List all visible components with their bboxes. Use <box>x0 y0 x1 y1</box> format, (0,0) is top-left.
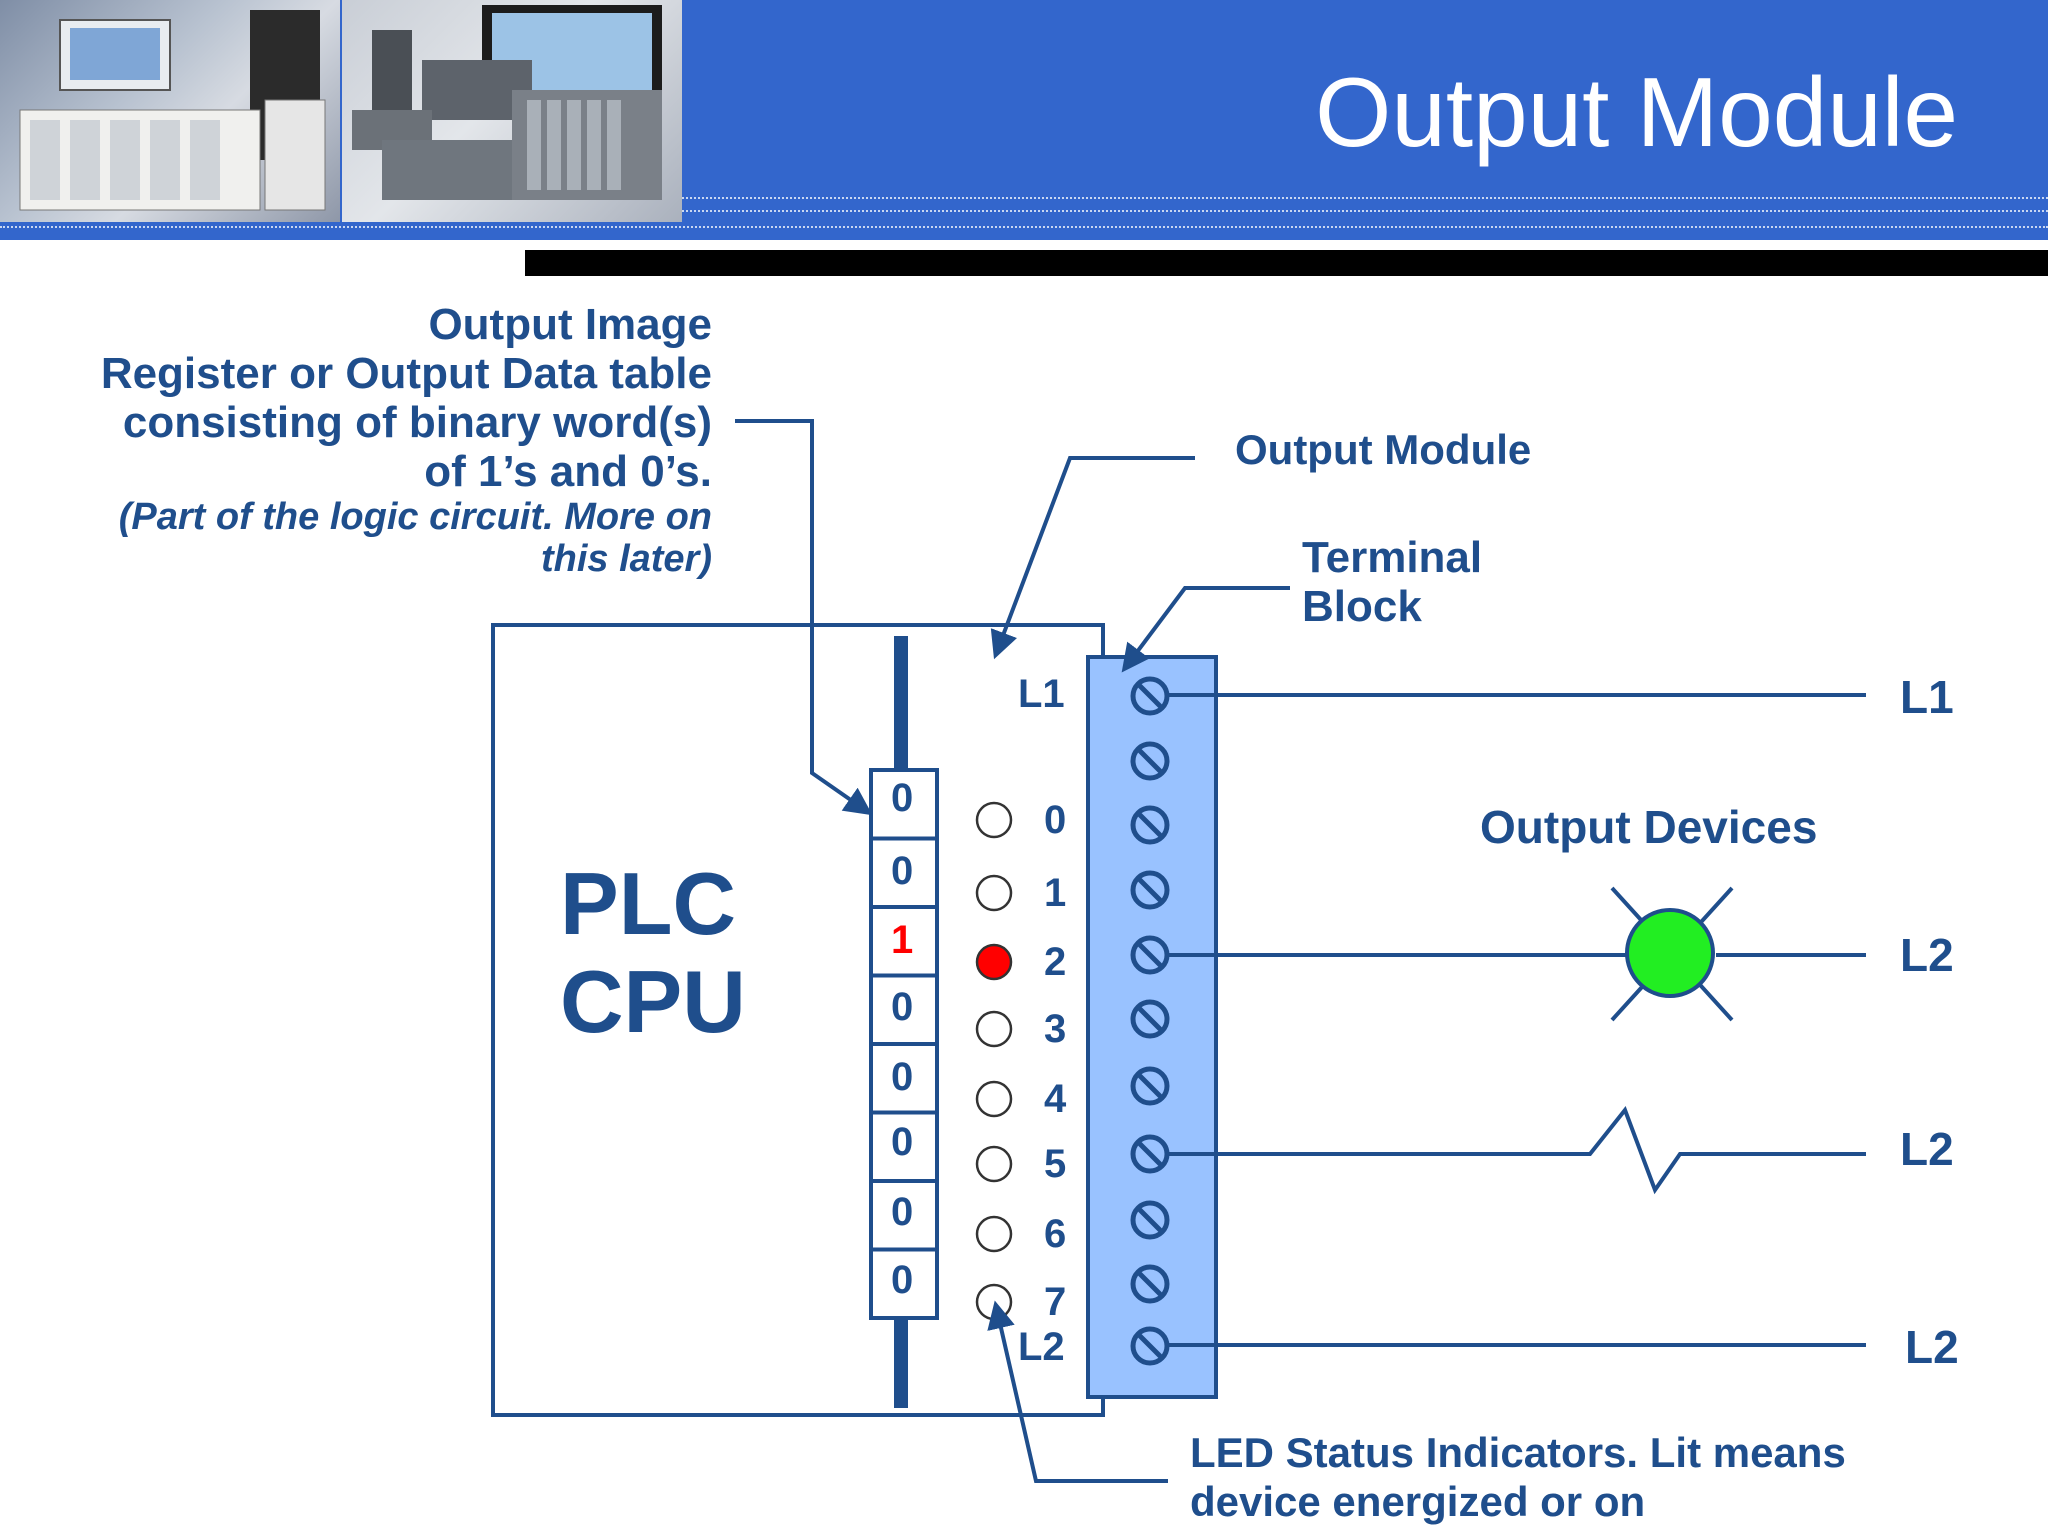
terminal-screw-icon <box>1130 1200 1170 1240</box>
register-bit-3: 0 <box>891 985 914 1029</box>
led-indicator-0 <box>975 801 1013 839</box>
led-indicator-3 <box>975 1010 1013 1048</box>
register-bit-0: 0 <box>891 776 914 820</box>
module-terminal-l2: L2 <box>1018 1325 1065 1369</box>
register-bit-1: 0 <box>891 849 914 893</box>
terminal-block-line-1: Terminal <box>1302 533 1483 582</box>
wire-output-5-break <box>1166 1105 1866 1195</box>
header-bar: Output Module <box>0 0 2048 240</box>
led-indicator-4 <box>975 1080 1013 1118</box>
leader-terminal-block <box>1121 586 1290 673</box>
led-indicator-2 <box>975 943 1013 981</box>
module-terminal-l1: L1 <box>1018 672 1065 716</box>
terminal-screw-icon <box>1130 870 1170 910</box>
led-indicators-label: LED Status Indicators. Lit means device … <box>1190 1428 1846 1526</box>
plc-line-1: PLC <box>560 854 736 953</box>
slide-title: Output Module <box>1315 57 1958 167</box>
pilot-lamp-icon <box>1610 886 1734 1022</box>
output-module-label: Output Module <box>1235 426 1532 473</box>
output-number-5: 5 <box>1044 1142 1067 1186</box>
plc-equipment-image <box>19 10 326 211</box>
line-label-l1: L1 <box>1900 671 1954 723</box>
output-number-1: 1 <box>1044 871 1067 915</box>
line-label-lamp-l2: L2 <box>1900 929 1954 981</box>
output-number-4: 4 <box>1044 1077 1067 1121</box>
terminal-screw-icon <box>1130 741 1170 781</box>
register-annotation: Output Image Register or Output Data tab… <box>101 300 712 580</box>
terminal-screws <box>1130 676 1170 1366</box>
register-bit-2: 1 <box>891 918 914 962</box>
leader-output-module <box>990 456 1195 660</box>
register-bit-7: 0 <box>891 1258 914 1302</box>
line-label-bottom-l2: L2 <box>1905 1321 1959 1373</box>
output-number-3: 3 <box>1044 1007 1067 1051</box>
dotted-rule <box>0 226 2048 228</box>
line-label-output5-l2: L2 <box>1900 1123 1954 1175</box>
led-indicator-6 <box>975 1215 1013 1253</box>
register-line-2: Register or Output Data table <box>100 349 712 398</box>
terminal-block-label: Terminal Block <box>1302 533 1482 631</box>
leader-led-indicators <box>987 1300 1168 1483</box>
terminal-screw-icon <box>1130 1326 1170 1366</box>
output-number-7: 7 <box>1044 1280 1067 1324</box>
led-indicator-5 <box>975 1145 1013 1183</box>
leader-register <box>735 419 873 816</box>
plc-cpu-label: PLC CPU <box>560 855 746 1051</box>
plc-line-2: CPU <box>560 952 746 1051</box>
terminal-screw-icon <box>1130 1264 1170 1304</box>
plc-hardware-image <box>352 5 662 200</box>
register-note: (Part of the logic circuit. More on this… <box>101 496 712 580</box>
terminal-block-line-2: Block <box>1302 582 1422 631</box>
dotted-rule <box>682 197 2048 199</box>
terminal-screw-icon <box>1130 999 1170 1039</box>
register-line-1: Output Image <box>428 300 712 349</box>
register-note-line-2: this later) <box>540 538 712 580</box>
output-number-2: 2 <box>1044 940 1067 984</box>
black-bar <box>525 250 2048 276</box>
led-indicator-1 <box>975 874 1013 912</box>
output-number-6: 6 <box>1044 1212 1067 1256</box>
register-line-4: of 1’s and 0’s. <box>424 447 712 496</box>
output-image-register <box>869 768 939 1320</box>
terminal-screw-icon <box>1130 1134 1170 1174</box>
register-note-line-1: (Part of the logic circuit. More on <box>118 496 712 538</box>
register-bit-4: 0 <box>891 1055 914 1099</box>
led-indicator-7 <box>975 1283 1013 1321</box>
register-line-3: consisting of binary word(s) <box>122 398 712 447</box>
register-bit-5: 0 <box>891 1120 914 1164</box>
register-bit-6: 0 <box>891 1190 914 1234</box>
plc-photo-right <box>342 0 682 222</box>
terminal-screw-icon <box>1130 935 1170 975</box>
led-status-indicators <box>975 801 1013 1321</box>
plc-photo-left <box>0 0 340 222</box>
terminal-screw-icon <box>1130 676 1170 716</box>
output-number-0: 0 <box>1044 798 1067 842</box>
dotted-rule <box>682 210 2048 212</box>
led-indicators-line-2: device energized or on <box>1190 1478 1646 1525</box>
terminal-screw-icon <box>1130 805 1170 845</box>
led-indicators-line-1: LED Status Indicators. Lit means <box>1190 1429 1846 1476</box>
terminal-screw-icon <box>1130 1066 1170 1106</box>
output-devices-label: Output Devices <box>1480 801 1818 853</box>
